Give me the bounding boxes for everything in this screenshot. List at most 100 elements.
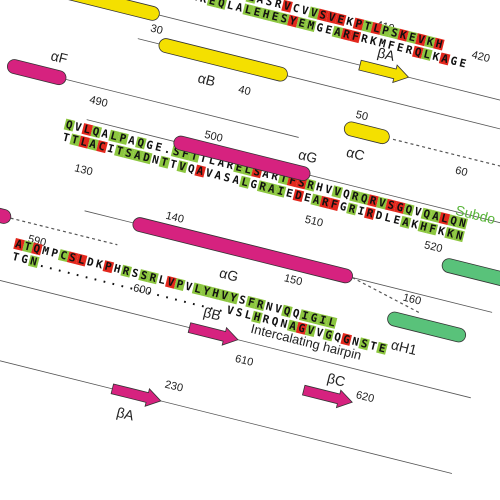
residue-cell (114, 144, 126, 158)
beta-strand-c (301, 384, 353, 409)
residue-number: 150 (283, 272, 304, 288)
residue-cell (331, 185, 344, 199)
residue-cell (298, 309, 311, 323)
residue-cell (307, 311, 320, 325)
residue-cell (87, 137, 99, 151)
residue-cell (292, 189, 305, 203)
residue-cell (325, 315, 338, 329)
residue-cell (120, 264, 132, 278)
residue-cell (242, 3, 255, 17)
residue-cell (340, 332, 353, 346)
residue-number: 510 (304, 214, 325, 230)
residue-cell (304, 178, 317, 192)
residue-cell (376, 341, 388, 355)
residue-cell (399, 215, 412, 229)
residue-cell (147, 271, 159, 285)
residue-cell (286, 319, 299, 333)
helix-label-c: αC (345, 144, 367, 164)
helix-alpha-g-top (173, 135, 311, 181)
beta-label-b: βB (202, 304, 223, 324)
residue-cell (209, 286, 222, 300)
beta-label-c: βC (326, 370, 348, 390)
residue-cell (274, 184, 287, 198)
residue-cell (358, 192, 370, 206)
residue-cell (27, 255, 40, 268)
beta-label-a: βA (376, 44, 397, 64)
residue-cell (269, 10, 281, 24)
residue-number: 60 (454, 164, 469, 179)
helix-alpha-c (343, 121, 390, 145)
residue-cell (81, 123, 94, 137)
residue-cell (108, 129, 120, 143)
residue-number: 500 (203, 129, 224, 145)
residue-cell (200, 284, 213, 298)
residue-cell (340, 27, 353, 41)
residue-number: 620 (355, 389, 376, 405)
residue-cell (140, 151, 153, 165)
residue-number: 490 (88, 94, 109, 110)
residue-cell (31, 242, 43, 256)
residue-cell (433, 37, 445, 51)
residue-cell (78, 135, 90, 149)
residue-cell (352, 17, 365, 31)
sequence-text: TTLACITSADNTTVQAVASALGRAIEDEARFGRIRDLEAK… (61, 131, 464, 243)
structure-line-dotted (10, 217, 118, 246)
residue-cell (370, 22, 383, 35)
helix-bottom-edge (0, 202, 12, 224)
residue-cell (346, 202, 358, 216)
helix-alpha-f (6, 59, 67, 86)
residue-cell (13, 238, 25, 251)
residue-cell (191, 282, 204, 296)
residue-cell (310, 193, 323, 207)
residue-cell (278, 12, 290, 26)
residue-cell (245, 0, 258, 4)
helix-label-f: αF (49, 47, 69, 67)
helix-alpha-edge (37, 0, 160, 21)
residue-cell (364, 206, 376, 220)
residue-cell (90, 125, 103, 139)
residue-cell (406, 30, 418, 44)
residue-number: 420 (470, 49, 491, 65)
residue-number: 160 (402, 292, 423, 308)
residue-cell (349, 189, 361, 203)
residue-cell (215, 0, 228, 10)
residue-cell (420, 207, 433, 221)
residue-cell (194, 164, 206, 178)
residue-cell (438, 52, 451, 66)
residue-cell (245, 295, 257, 309)
residue-cell (254, 298, 266, 312)
residue-cell (173, 278, 186, 291)
structure-line-dotted (352, 277, 421, 314)
beta-strand-a-bottom (110, 383, 162, 407)
residue-cell (256, 180, 269, 194)
residue-cell (75, 253, 88, 267)
residue-cell (367, 194, 379, 208)
structure-line-dotted (392, 138, 500, 174)
residue-cell (96, 140, 108, 154)
residue-cell (265, 182, 278, 196)
residue-cell (251, 310, 263, 324)
residue-cell (444, 226, 456, 240)
residue-cell (412, 45, 424, 59)
residue-cell (331, 25, 344, 39)
residue-cell (287, 14, 299, 28)
helix-label-g-bot: αG (218, 265, 240, 285)
structure-line (65, 78, 299, 138)
residue-cell (206, 0, 219, 8)
beta-strand-a (358, 59, 410, 84)
residue-number: 40 (237, 84, 252, 99)
residue-cell (117, 132, 129, 145)
residue-cell (322, 328, 335, 342)
residue-cell (325, 10, 338, 24)
residue-number: 610 (234, 353, 255, 369)
residue-cell (63, 118, 76, 132)
residue-number: 600 (132, 282, 153, 298)
residue-cell (158, 155, 171, 169)
residue-cell (402, 203, 415, 217)
residue-cell (393, 201, 406, 214)
residue-cell (328, 198, 340, 211)
beta-label-a-bottom: βA (115, 404, 136, 424)
sequence-row-middle: QVLQALPAQGE.SFTTLARELSARTFSRHVVQRQRVSGQV… (61, 118, 469, 243)
residue-cell (349, 30, 362, 44)
structure-line (0, 349, 453, 474)
